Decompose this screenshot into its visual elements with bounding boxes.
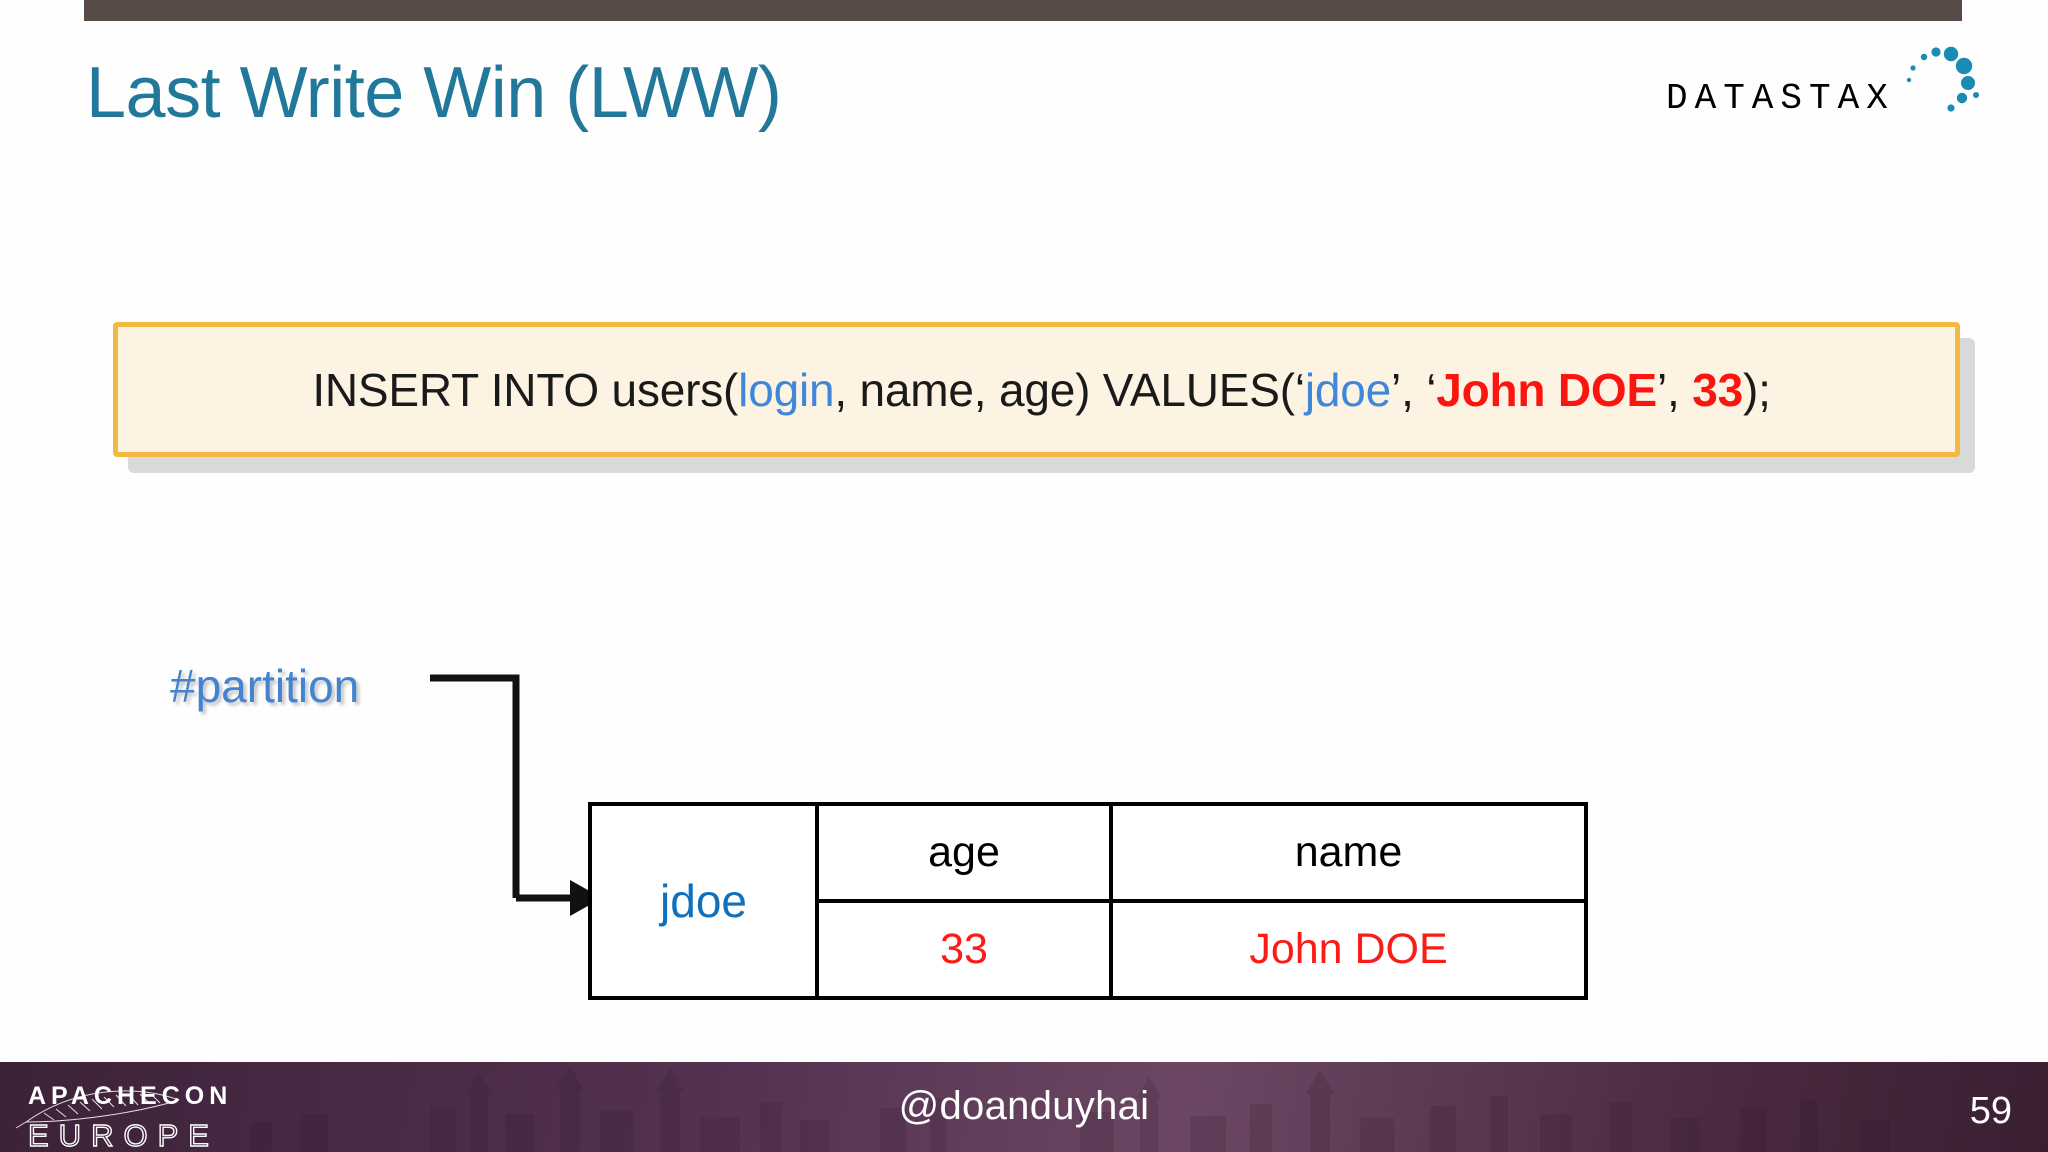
cql-statement-box: INSERT INTO users(login, name, age) VALU…: [113, 322, 1960, 457]
top-accent-bar: [84, 0, 1962, 21]
cql-token-6: ’,: [1657, 363, 1693, 416]
datastax-logo: DATASTAX: [1666, 46, 1996, 126]
svg-text:DATASTAX: DATASTAX: [1666, 78, 1895, 119]
page-number: 59: [1969, 1090, 2012, 1132]
cql-token-johndoe: John DOE: [1436, 363, 1657, 416]
page-title: Last Write Win (LWW): [86, 53, 782, 133]
partition-annotation-label: #partition: [170, 660, 360, 712]
apachecon-logo: APACHECON EUROPE: [14, 1070, 284, 1152]
cql-statement-text: INSERT INTO users(login, name, age) VALU…: [118, 363, 1955, 417]
cql-token-4: ’, ‘: [1391, 363, 1437, 416]
cql-token-login: login: [738, 363, 835, 416]
footer-skyline-graphic: [0, 1062, 2048, 1152]
cql-token-8: );: [1742, 363, 1771, 416]
partition-table: jdoe age name 33 John DOE: [588, 802, 1588, 1000]
partition-key-cell: jdoe: [592, 806, 819, 996]
cql-token-2: , name, age) VALUES(‘: [834, 363, 1305, 416]
partition-connector-arrow: [430, 670, 610, 930]
apachecon-wordmark: APACHECON: [28, 1082, 232, 1110]
cql-token-jdoe: jdoe: [1304, 363, 1392, 416]
cell-value-age: 33: [819, 903, 1113, 996]
speaker-handle: @doanduyhai: [898, 1084, 1150, 1128]
column-header-name: name: [1294, 828, 1403, 876]
cql-token-33: 33: [1692, 363, 1743, 416]
europe-wordmark: EUROPE: [28, 1118, 219, 1152]
cql-token-0: INSERT INTO users(: [312, 363, 739, 416]
table-header-row: age name: [819, 806, 1584, 903]
logo-dots-icon: [1906, 46, 1979, 112]
cell-value-name: John DOE: [1249, 925, 1448, 973]
table-value-row: 33 John DOE: [819, 903, 1584, 996]
slide-footer: APACHECON EUROPE @doanduyhai 59: [0, 1062, 2048, 1152]
column-header-age: age: [819, 806, 1113, 899]
feather-icon: [15, 1090, 180, 1129]
